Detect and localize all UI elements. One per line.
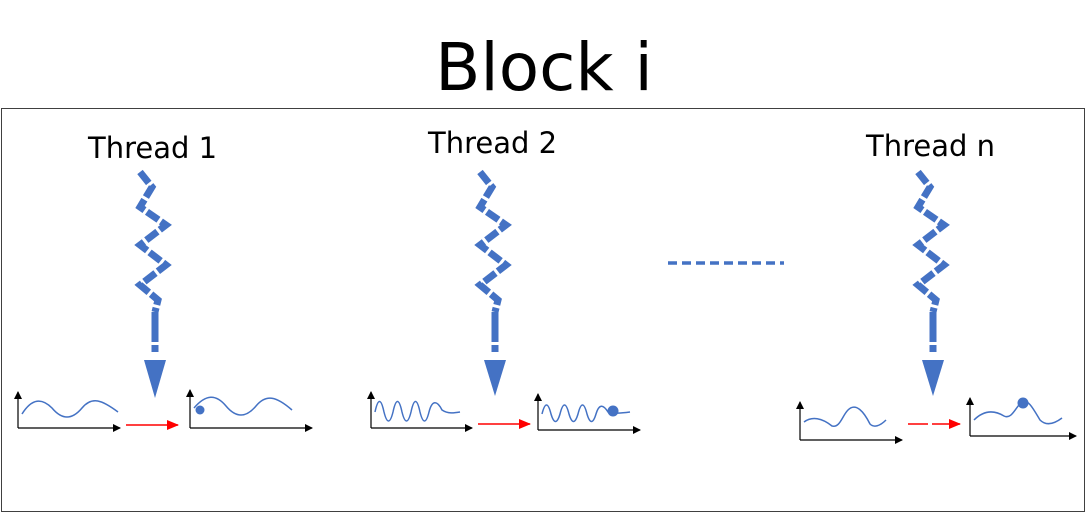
thread-2-input-plot [367, 391, 473, 432]
thread-n-output-plot [966, 397, 1077, 440]
thread-n-arrow [912, 169, 950, 396]
thread-2-arrow [474, 169, 512, 396]
thread-1-input-plot [14, 391, 121, 432]
thread-n-input-plot [796, 401, 903, 444]
thread-1-arrow [134, 169, 172, 398]
block-title: Block i [435, 29, 653, 106]
thread-n-label: Thread n [866, 129, 995, 163]
block-frame [1, 108, 1085, 512]
thread-1-output-plot [186, 389, 313, 432]
thread-1-label: Thread 1 [88, 131, 218, 165]
thread-2-output-plot [534, 393, 641, 434]
thread-2-label: Thread 2 [428, 126, 558, 160]
